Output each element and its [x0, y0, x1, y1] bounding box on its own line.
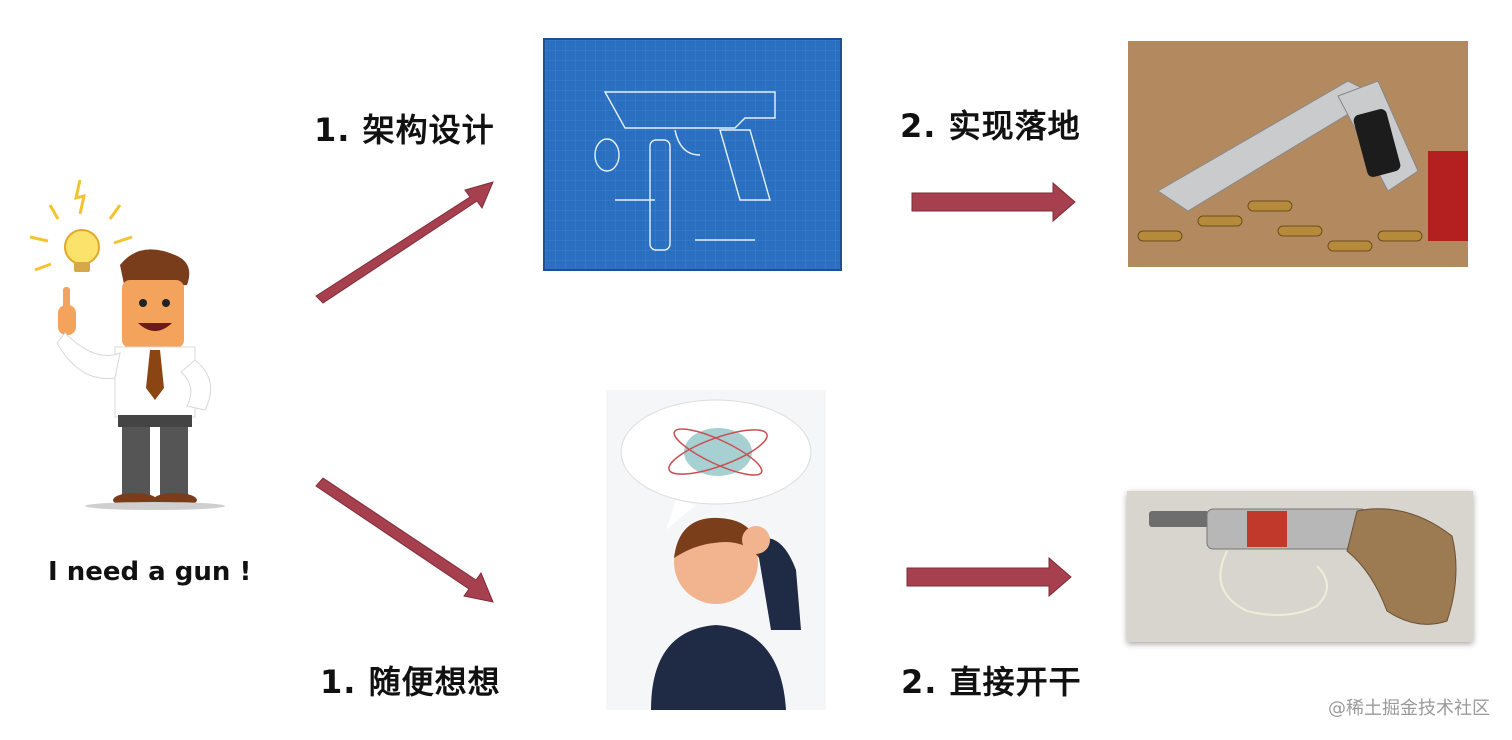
bottom-step1-label: 1. 随便想想 [320, 663, 501, 701]
watermark: @稀土掘金技术社区 [1328, 698, 1490, 719]
gun-blueprint-image [543, 38, 842, 271]
arrow-top-right [911, 181, 1076, 223]
lightbulb-icon [64, 229, 100, 272]
arrow-bottom-right [906, 556, 1072, 598]
person-caption: I need a gun ! [48, 557, 252, 587]
top-step2-label: 2. 实现落地 [900, 107, 1081, 145]
bottom-step2-label: 2. 直接开干 [901, 663, 1082, 701]
makeshift-gun-photo [1127, 491, 1473, 642]
arrow-diagonal-down [315, 477, 494, 603]
idea-rays-icon [29, 179, 133, 272]
pistol-photo [1128, 41, 1468, 267]
confused-person-illustration [606, 390, 826, 710]
top-step1-label: 1. 架构设计 [314, 111, 495, 149]
businessman-idea-illustration [29, 179, 225, 510]
arrow-diagonal-up [315, 181, 494, 304]
